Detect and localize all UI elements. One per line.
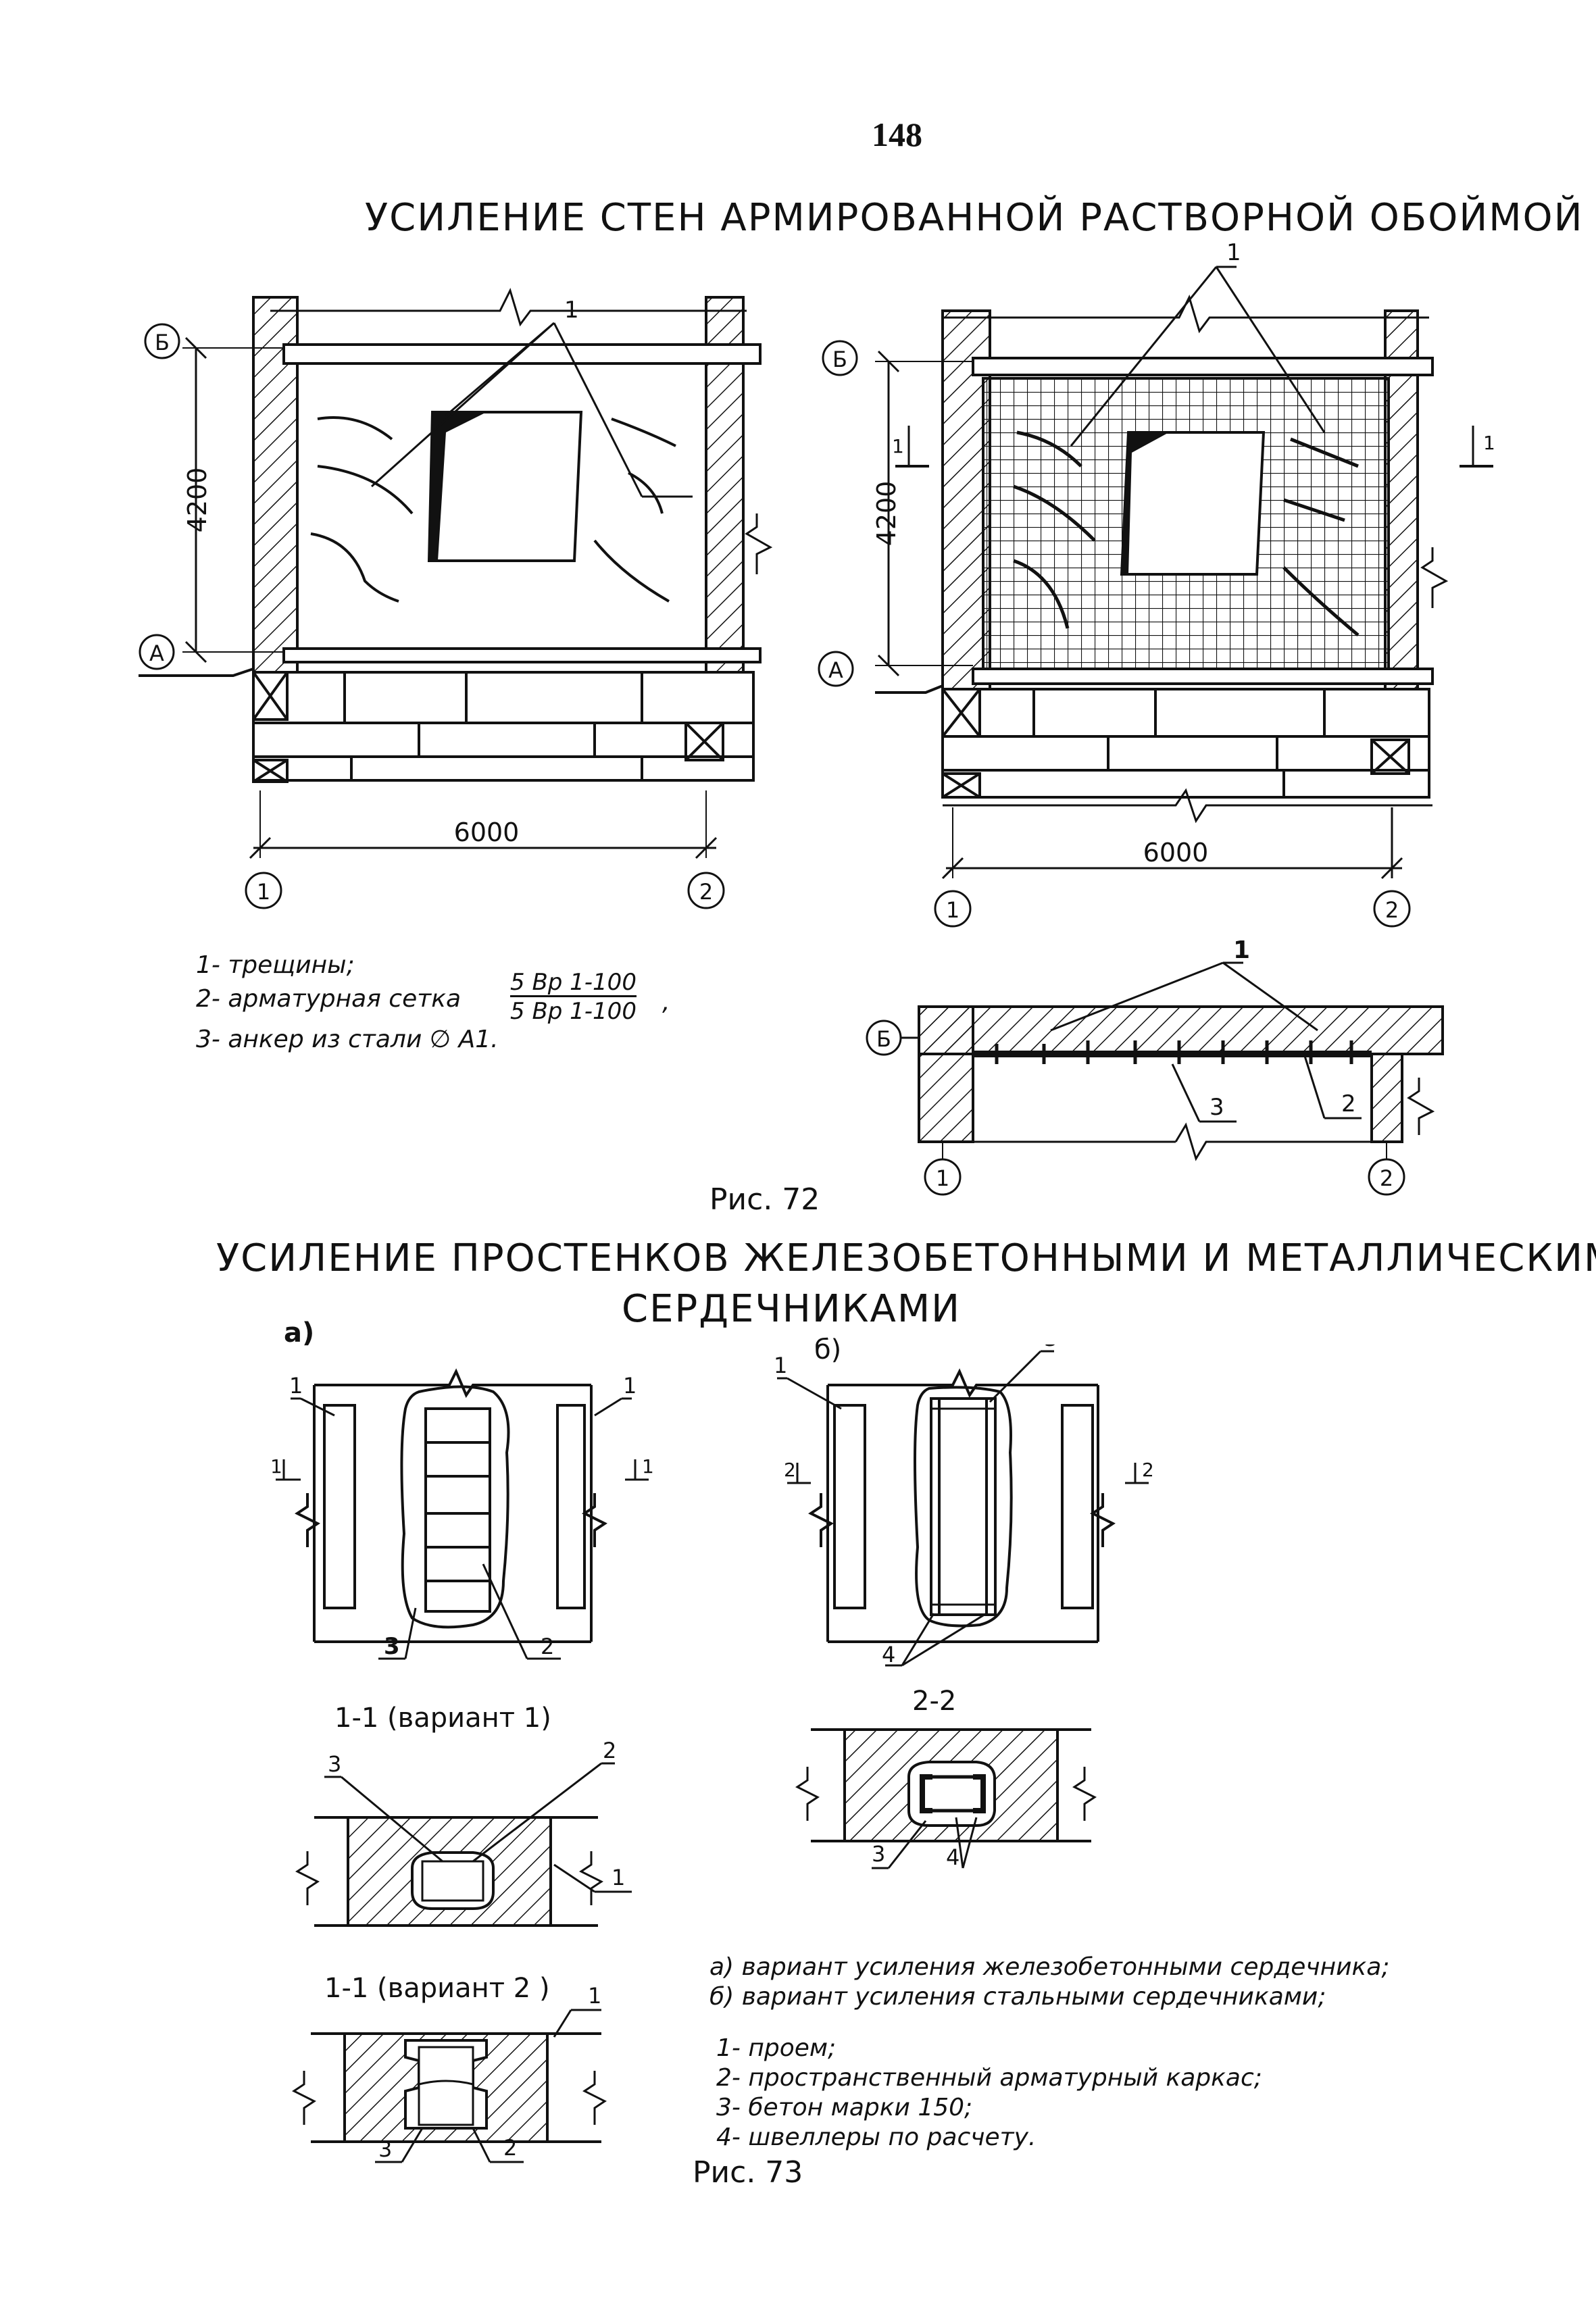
- left-elevation: 4200 Б А 6000 1 2 1: [139, 287, 773, 909]
- legend-variant-a: а) вариант усиления железобетонными серд…: [709, 1953, 1390, 1981]
- s22-mark-4: 4: [946, 1844, 959, 1870]
- variant-a-elevation: [295, 1368, 607, 1643]
- section-2-2: [795, 1728, 1097, 1869]
- fig73-title-line1: УСИЛЕНИЕ ПРОСТЕНКОВ ЖЕЛЕЗОБЕТОННЫМИ И МЕ…: [216, 1236, 1596, 1280]
- s11v2-mark-3: 3: [378, 2136, 392, 2162]
- legend-item-2: 2- пространственный арматурный каркас;: [716, 2064, 1262, 2092]
- a-section-mark-left: 1: [270, 1455, 282, 1478]
- left-axis-1: 1: [257, 879, 270, 905]
- mesh-spec-comma: ,: [662, 988, 670, 1016]
- s11v1-mark-3: 3: [328, 1751, 341, 1777]
- right-axis-B: Б: [832, 347, 847, 372]
- s11v1-mark-1: 1: [612, 1865, 625, 1890]
- legend-item-4: 4- швеллеры по расчету.: [716, 2123, 1037, 2151]
- window-opening: [427, 411, 583, 562]
- plan-callout-1: 1: [1233, 936, 1250, 964]
- plan-section: 1 3 2 Б 1 2: [866, 936, 1444, 1196]
- right-width-dim: 6000: [1143, 838, 1209, 867]
- a-mark-3: 3: [384, 1633, 400, 1660]
- fig72-title: УСИЛЕНИЕ СТЕН АРМИРОВАННОЙ РАСТВОРНОЙ ОБ…: [365, 196, 1584, 240]
- mesh-spec-top: 5 Вр 1-100: [510, 969, 637, 997]
- right-elevation: 1 1 4200 Б А 6000 1 2 1: [818, 239, 1495, 928]
- fig72-legend-item1: 1- трещины;: [196, 951, 355, 979]
- b-mark-4: 4: [882, 1642, 895, 1667]
- page-number: 148: [872, 116, 922, 153]
- s11v1-mark-2: 2: [603, 1738, 616, 1763]
- fig73-legend-variants: а) вариант усиления железобетонными серд…: [709, 1953, 1390, 2012]
- top-beam: [282, 343, 762, 365]
- section-1-1-v2: [292, 2009, 607, 2163]
- section-2-2-title: 2-2: [912, 1686, 957, 1717]
- right-callout-1: 1: [1226, 239, 1241, 266]
- right-section-mark-left: 1: [892, 435, 904, 457]
- legend-variant-b: б) вариант усиления стальными сердечника…: [709, 1983, 1326, 2011]
- left-axis-2: 2: [699, 879, 713, 905]
- legend-item-3: 3- бетон марки 150;: [716, 2094, 973, 2121]
- fig72-legend-item3: 3- анкер из стали ∅ А1.: [196, 1026, 499, 1053]
- a-mark-2: 2: [541, 1634, 554, 1659]
- fig73-title-line2: СЕРДЕЧНИКАМИ: [622, 1287, 962, 1331]
- a-mark-1-right: 1: [623, 1373, 637, 1399]
- left-axis-A: А: [149, 640, 164, 666]
- left-width-dim: 6000: [454, 818, 520, 847]
- mesh-spec-bottom: 5 Вр 1-100: [510, 998, 637, 1025]
- plan-axis-B: Б: [876, 1026, 891, 1052]
- section-1-1-v1-title: 1-1 (вариант 1): [334, 1703, 551, 1734]
- a-mark-1-left: 1: [289, 1373, 303, 1399]
- b-mark-3: 3: [1044, 1344, 1057, 1351]
- b-section-mark-left: 2: [784, 1459, 796, 1481]
- right-axis-A: А: [828, 657, 843, 683]
- section-1-1-v1: [295, 1762, 632, 1927]
- section-1-1-v2-title: 1-1 (вариант 2 ): [324, 1973, 550, 2004]
- right-section-mark-right: 1: [1483, 432, 1495, 454]
- fig72-drawing: 4200 Б А 6000 1 2 1: [139, 239, 1495, 1196]
- plan-callout-2: 2: [1341, 1090, 1356, 1117]
- fig73-legend-items: 1- проем; 2- пространственный арматурный…: [716, 2034, 1262, 2153]
- fig72-caption: Рис. 72: [709, 1182, 820, 1217]
- variant-b-elevation: [808, 1368, 1116, 1643]
- fig73-drawing: 1 1 1 1 3 2 2 2 1 3 4: [270, 1344, 1154, 2163]
- s22-mark-3: 3: [872, 1841, 885, 1867]
- fig72-legend-item2: 2- арматурная сетка: [196, 985, 462, 1013]
- variant-a-label: а): [284, 1317, 315, 1349]
- left-height-dim: 4200: [182, 468, 212, 533]
- right-axis-1: 1: [946, 897, 959, 923]
- right-height-dim: 4200: [872, 481, 901, 547]
- legend-item-1: 1- проем;: [716, 2034, 837, 2062]
- plan-axis-2: 2: [1380, 1165, 1393, 1191]
- b-mark-1: 1: [774, 1353, 787, 1378]
- plan-axis-1: 1: [936, 1165, 949, 1191]
- b-section-mark-right: 2: [1142, 1459, 1154, 1481]
- left-axis-B: Б: [155, 330, 170, 355]
- s11v2-mark-2: 2: [503, 2135, 517, 2161]
- cracks: [310, 416, 676, 603]
- left-callout-1: 1: [564, 297, 579, 324]
- a-section-mark-right: 1: [642, 1455, 654, 1478]
- right-axis-2: 2: [1385, 897, 1399, 923]
- fig73-caption: Рис. 73: [693, 2155, 803, 2190]
- plan-callout-3: 3: [1210, 1094, 1224, 1121]
- variant-b-label: б): [814, 1334, 842, 1365]
- s11v2-mark-1: 1: [588, 1983, 601, 2009]
